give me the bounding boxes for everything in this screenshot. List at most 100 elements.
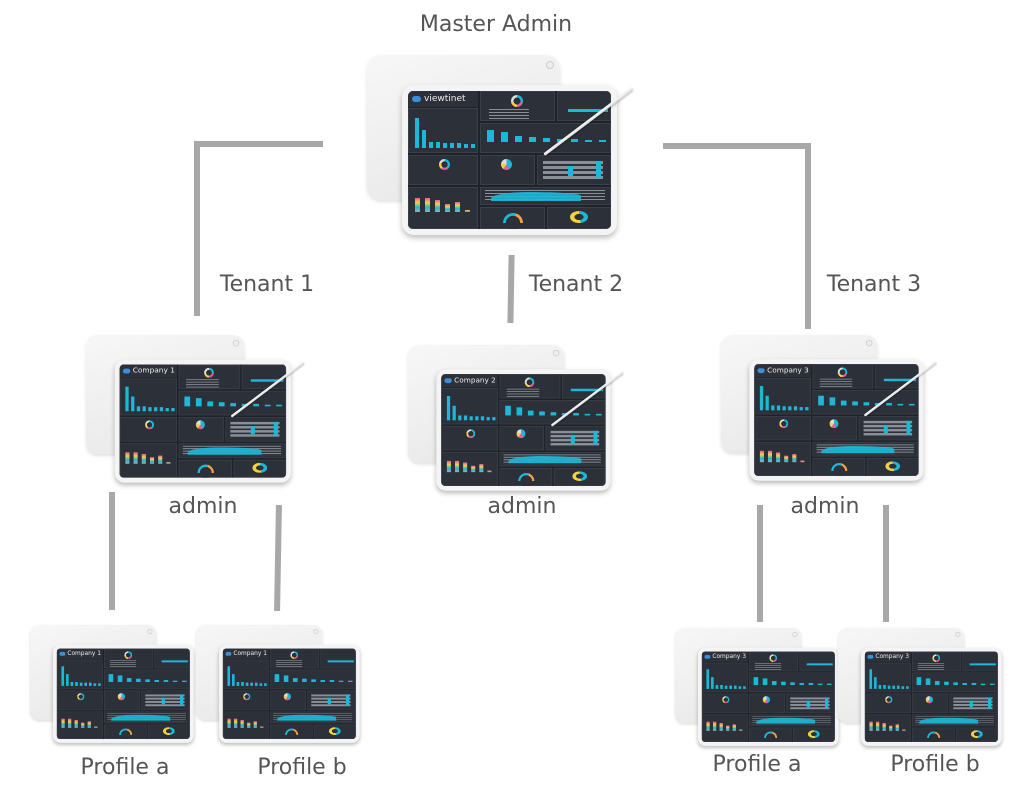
tablet-front: viewtinet bbox=[402, 85, 617, 235]
donut-chart bbox=[932, 654, 941, 663]
chart-bar bbox=[250, 682, 253, 686]
stacked-bar bbox=[882, 722, 886, 731]
chart-bar bbox=[230, 403, 237, 407]
brand-name: viewtinet bbox=[424, 94, 466, 104]
dashboard-panel bbox=[864, 662, 911, 693]
pie-chart bbox=[283, 693, 291, 701]
dashboard-panel bbox=[141, 690, 190, 711]
chart-bar bbox=[486, 417, 490, 421]
donut-chart bbox=[439, 159, 450, 170]
stacked-bar bbox=[240, 719, 244, 728]
stacked-bar bbox=[875, 721, 880, 731]
camera-icon bbox=[865, 339, 873, 347]
connector-line bbox=[109, 492, 115, 610]
legend-line bbox=[186, 384, 219, 386]
tablet-front: Company 3 bbox=[860, 647, 1002, 746]
dashboard-panel bbox=[408, 155, 478, 185]
dashboard-panel bbox=[499, 451, 606, 467]
bar-track bbox=[863, 433, 913, 436]
dashboard-panel bbox=[178, 459, 232, 478]
chart-bar bbox=[264, 404, 271, 407]
chart-bar bbox=[570, 388, 604, 392]
chart-bar bbox=[302, 678, 307, 682]
dashboard-screen: Company 2 bbox=[441, 374, 606, 486]
chart-bar bbox=[436, 142, 440, 148]
dashboard-panel bbox=[480, 91, 555, 121]
tenant-1-profile-a-label: Profile a bbox=[80, 755, 170, 780]
stacked-bar bbox=[247, 722, 251, 728]
chart-bar bbox=[347, 680, 353, 682]
pie-chart bbox=[925, 696, 933, 704]
tenant-3-profile-b-label: Profile b bbox=[890, 752, 980, 777]
dashboard-panel bbox=[557, 91, 611, 121]
area-chart bbox=[187, 447, 262, 455]
chart-bar bbox=[971, 683, 977, 685]
chart-bar bbox=[892, 685, 895, 689]
chart-bar bbox=[863, 402, 870, 406]
stacked-bar bbox=[81, 722, 85, 728]
bar-track bbox=[953, 700, 993, 703]
chart-bar bbox=[475, 416, 479, 421]
stacked-bar bbox=[719, 722, 723, 731]
dashboard-panel bbox=[270, 690, 307, 711]
dashboard-panel bbox=[912, 651, 962, 672]
chart-bar bbox=[771, 681, 777, 685]
dashboard-panel bbox=[547, 207, 611, 229]
dashboard-logo: Company 3 bbox=[864, 651, 911, 663]
chart-bar bbox=[869, 669, 873, 689]
dashboard-panel bbox=[104, 711, 190, 724]
donut-chart bbox=[885, 461, 901, 472]
stacked-bar bbox=[445, 204, 450, 212]
donut-chart bbox=[572, 471, 588, 482]
dashboard-panel bbox=[225, 417, 287, 442]
chart-bar bbox=[781, 681, 786, 685]
chart-bar bbox=[550, 412, 557, 416]
chart-bar bbox=[345, 694, 350, 706]
donut-chart bbox=[328, 727, 341, 736]
tenant-1-admin-label: admin bbox=[168, 494, 238, 519]
chart-bar bbox=[969, 663, 996, 666]
dashboard-panel bbox=[480, 187, 611, 205]
legend-line bbox=[109, 666, 137, 667]
chart-bar bbox=[457, 143, 461, 148]
dashboard-logo: Company 2 bbox=[441, 374, 498, 388]
legend-line bbox=[275, 664, 303, 665]
tenant-3-profile-a-label: Profile a bbox=[712, 752, 802, 777]
chart-bar bbox=[516, 407, 523, 416]
area-chart bbox=[491, 192, 581, 201]
chart-bar bbox=[250, 426, 255, 435]
camera-icon bbox=[546, 61, 554, 69]
tenant-2-admin-tablet: Company 2 bbox=[408, 345, 624, 495]
chart-bar bbox=[276, 404, 282, 407]
dashboard-panel bbox=[701, 693, 748, 714]
dashboard-panel bbox=[754, 416, 811, 441]
dashboard-panel bbox=[545, 426, 606, 451]
chart-bar bbox=[471, 144, 475, 148]
stacked-bar bbox=[415, 198, 420, 212]
legend-line bbox=[754, 665, 782, 666]
chart-bar bbox=[886, 403, 892, 406]
chart-bar bbox=[817, 683, 823, 685]
legend-line bbox=[489, 112, 529, 113]
dashboard-panel bbox=[233, 459, 287, 478]
chart-bar bbox=[925, 678, 931, 685]
chart-bar bbox=[793, 406, 798, 411]
camera-icon bbox=[147, 628, 153, 635]
chart-bar bbox=[906, 686, 909, 689]
gauge-chart bbox=[119, 728, 133, 739]
donut-chart bbox=[124, 651, 133, 660]
legend-line bbox=[109, 660, 137, 662]
legend-line bbox=[754, 663, 782, 665]
dashboard-logo: viewtinet bbox=[408, 91, 478, 107]
dashboard-screen: Company 3 bbox=[701, 651, 835, 742]
chart-bar bbox=[181, 680, 187, 682]
chart-bar bbox=[108, 674, 114, 682]
tenant-1-profile-a-tablet: Company 1 bbox=[30, 625, 200, 746]
chart-bar bbox=[724, 685, 728, 689]
bar-track bbox=[550, 434, 600, 438]
dashboard-panel bbox=[104, 724, 147, 739]
chart-bar bbox=[245, 682, 249, 686]
stacked-bar bbox=[465, 210, 470, 212]
chart-bar bbox=[529, 137, 536, 142]
chart-bar bbox=[75, 681, 78, 686]
